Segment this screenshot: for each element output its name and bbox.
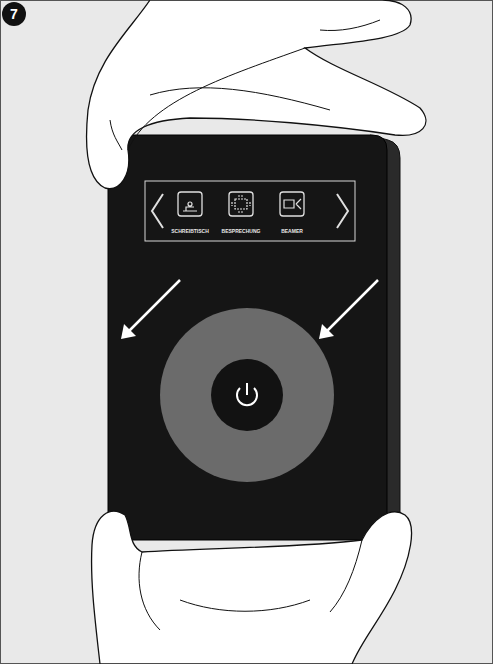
meeting-icon xyxy=(229,192,253,216)
swipe-arrow xyxy=(126,280,180,334)
desk-icon-glyph xyxy=(183,202,197,211)
control-ring xyxy=(160,308,334,482)
menu-frame xyxy=(145,181,355,241)
arrow-head xyxy=(319,324,334,339)
power-button xyxy=(211,359,283,431)
callout-number: 7 xyxy=(10,7,18,21)
chevron-left xyxy=(152,194,163,228)
mode-label: BESPRECHUNG xyxy=(222,229,261,234)
mode-label: BEAMER xyxy=(281,229,303,234)
power-symbol xyxy=(246,383,248,395)
arrow-head xyxy=(121,324,136,339)
beamer-icon xyxy=(280,192,304,216)
chevron-right xyxy=(337,194,348,228)
swipe-arrow xyxy=(324,280,378,334)
finger-line xyxy=(110,20,380,150)
callout-badge xyxy=(2,2,26,26)
hand xyxy=(92,511,412,664)
hand xyxy=(87,0,426,189)
mode-label: SCHREIBTISCH xyxy=(171,229,209,234)
device-face xyxy=(108,135,387,540)
meeting-icon-glyph xyxy=(232,196,250,212)
desk-icon xyxy=(178,192,202,216)
finger-line xyxy=(139,540,362,630)
beamer-icon-glyph xyxy=(284,199,301,209)
